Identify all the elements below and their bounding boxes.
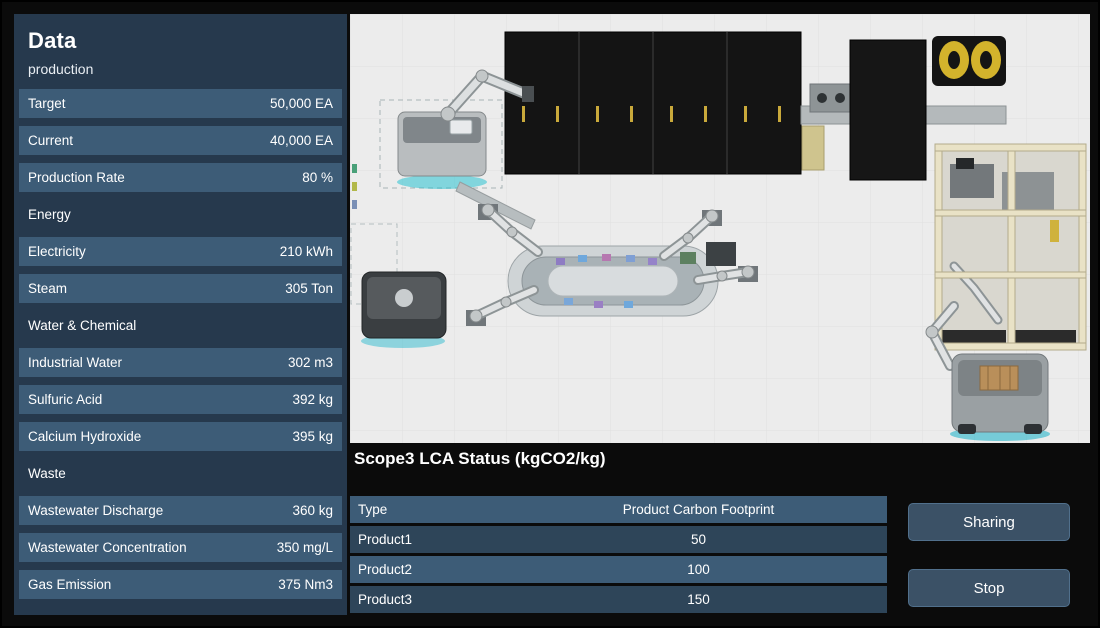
data-panel: Data production Target 50,000 EA Current… [14, 14, 347, 615]
table-header-type: Type [358, 502, 388, 517]
row-value: 360 kg [292, 503, 333, 518]
row-value: 375 Nm3 [278, 577, 333, 592]
sharing-button[interactable]: Sharing [908, 503, 1070, 541]
data-row-steam: Steam 305 Ton [19, 274, 342, 303]
assembly-table [507, 242, 736, 317]
section-label: Energy [28, 207, 71, 222]
row-value: 302 m3 [287, 355, 333, 370]
data-row-target: Target 50,000 EA [19, 89, 342, 118]
row-value: 50,000 EA [269, 96, 333, 111]
row-value: 40,000 EA [269, 133, 333, 148]
data-row-current: Current 40,000 EA [19, 126, 342, 155]
material-roll [932, 36, 1006, 86]
table-row: Product3 150 [350, 586, 887, 613]
row-label: Electricity [28, 244, 86, 259]
table-header-footprint: Product Carbon Footprint [622, 502, 775, 517]
section-header-water-chemical: Water & Chemical [19, 311, 342, 340]
table-cell-value: 100 [687, 562, 710, 577]
data-row-calcium-hydroxide: Calcium Hydroxide 395 kg [19, 422, 342, 451]
panel-title: Data [28, 28, 77, 53]
data-row-industrial-water: Industrial Water 302 m3 [19, 348, 342, 377]
data-row-electricity: Electricity 210 kWh [19, 237, 342, 266]
row-label: Current [28, 133, 74, 148]
dark-agv [361, 271, 447, 348]
data-row-sulfuric-acid: Sulfuric Acid 392 kg [19, 385, 342, 414]
section-header-energy: Energy [19, 200, 342, 229]
section-label: Water & Chemical [28, 318, 137, 333]
table-header-row: Type Product Carbon Footprint [350, 496, 887, 523]
factory-3d-viewport[interactable] [350, 14, 1090, 443]
lca-title: Scope3 LCA Status (kgCO2/kg) [354, 449, 606, 468]
data-row-gas-emission: Gas Emission 375 Nm3 [19, 570, 342, 599]
row-value: 350 mg/L [276, 540, 333, 555]
table-cell-value: 150 [687, 592, 710, 607]
table-cell-type: Product2 [358, 562, 413, 577]
row-value: 395 kg [292, 429, 333, 444]
section-label: Waste [28, 466, 66, 481]
factory-3d-scene [350, 14, 1090, 443]
row-value: 305 Ton [285, 281, 333, 296]
table-cell-value: 50 [690, 532, 707, 547]
row-value: 392 kg [292, 392, 333, 407]
storage-cabinet [849, 39, 927, 181]
table-row: Product2 100 [350, 556, 887, 583]
row-label: Industrial Water [28, 355, 123, 370]
robot-arm [466, 285, 539, 326]
row-label: Gas Emission [28, 577, 112, 592]
mobile-robot-agv [379, 69, 534, 189]
data-row-wastewater-discharge: Wastewater Discharge 360 kg [19, 496, 342, 525]
table-row: Product1 50 [350, 526, 887, 553]
row-label: Sulfuric Acid [28, 392, 103, 407]
conveyor [800, 83, 1007, 171]
row-label: Wastewater Discharge [28, 503, 164, 518]
cabinet-bank [504, 31, 802, 175]
section-header-waste: Waste [19, 459, 342, 488]
row-value: 210 kWh [279, 244, 333, 259]
row-label: Wastewater Concentration [28, 540, 187, 555]
pallet-agv [925, 301, 1050, 441]
robot-arm [659, 209, 722, 261]
row-label: Target [28, 96, 66, 111]
data-row-wastewater-concentration: Wastewater Concentration 350 mg/L [19, 533, 342, 562]
assembly-cell [934, 143, 1087, 351]
row-label: Calcium Hydroxide [28, 429, 142, 444]
panel-subtitle: production [28, 61, 94, 77]
row-label: Production Rate [28, 170, 125, 185]
lca-table: Type Product Carbon Footprint Product1 5… [350, 496, 887, 616]
robot-arm [693, 265, 758, 285]
table-cell-type: Product3 [358, 592, 413, 607]
robot-arm [478, 203, 543, 257]
stop-button[interactable]: Stop [908, 569, 1070, 607]
row-value: 80 % [302, 170, 333, 185]
table-cell-type: Product1 [358, 532, 413, 547]
data-row-production-rate: Production Rate 80 % [19, 163, 342, 192]
row-label: Steam [28, 281, 68, 296]
